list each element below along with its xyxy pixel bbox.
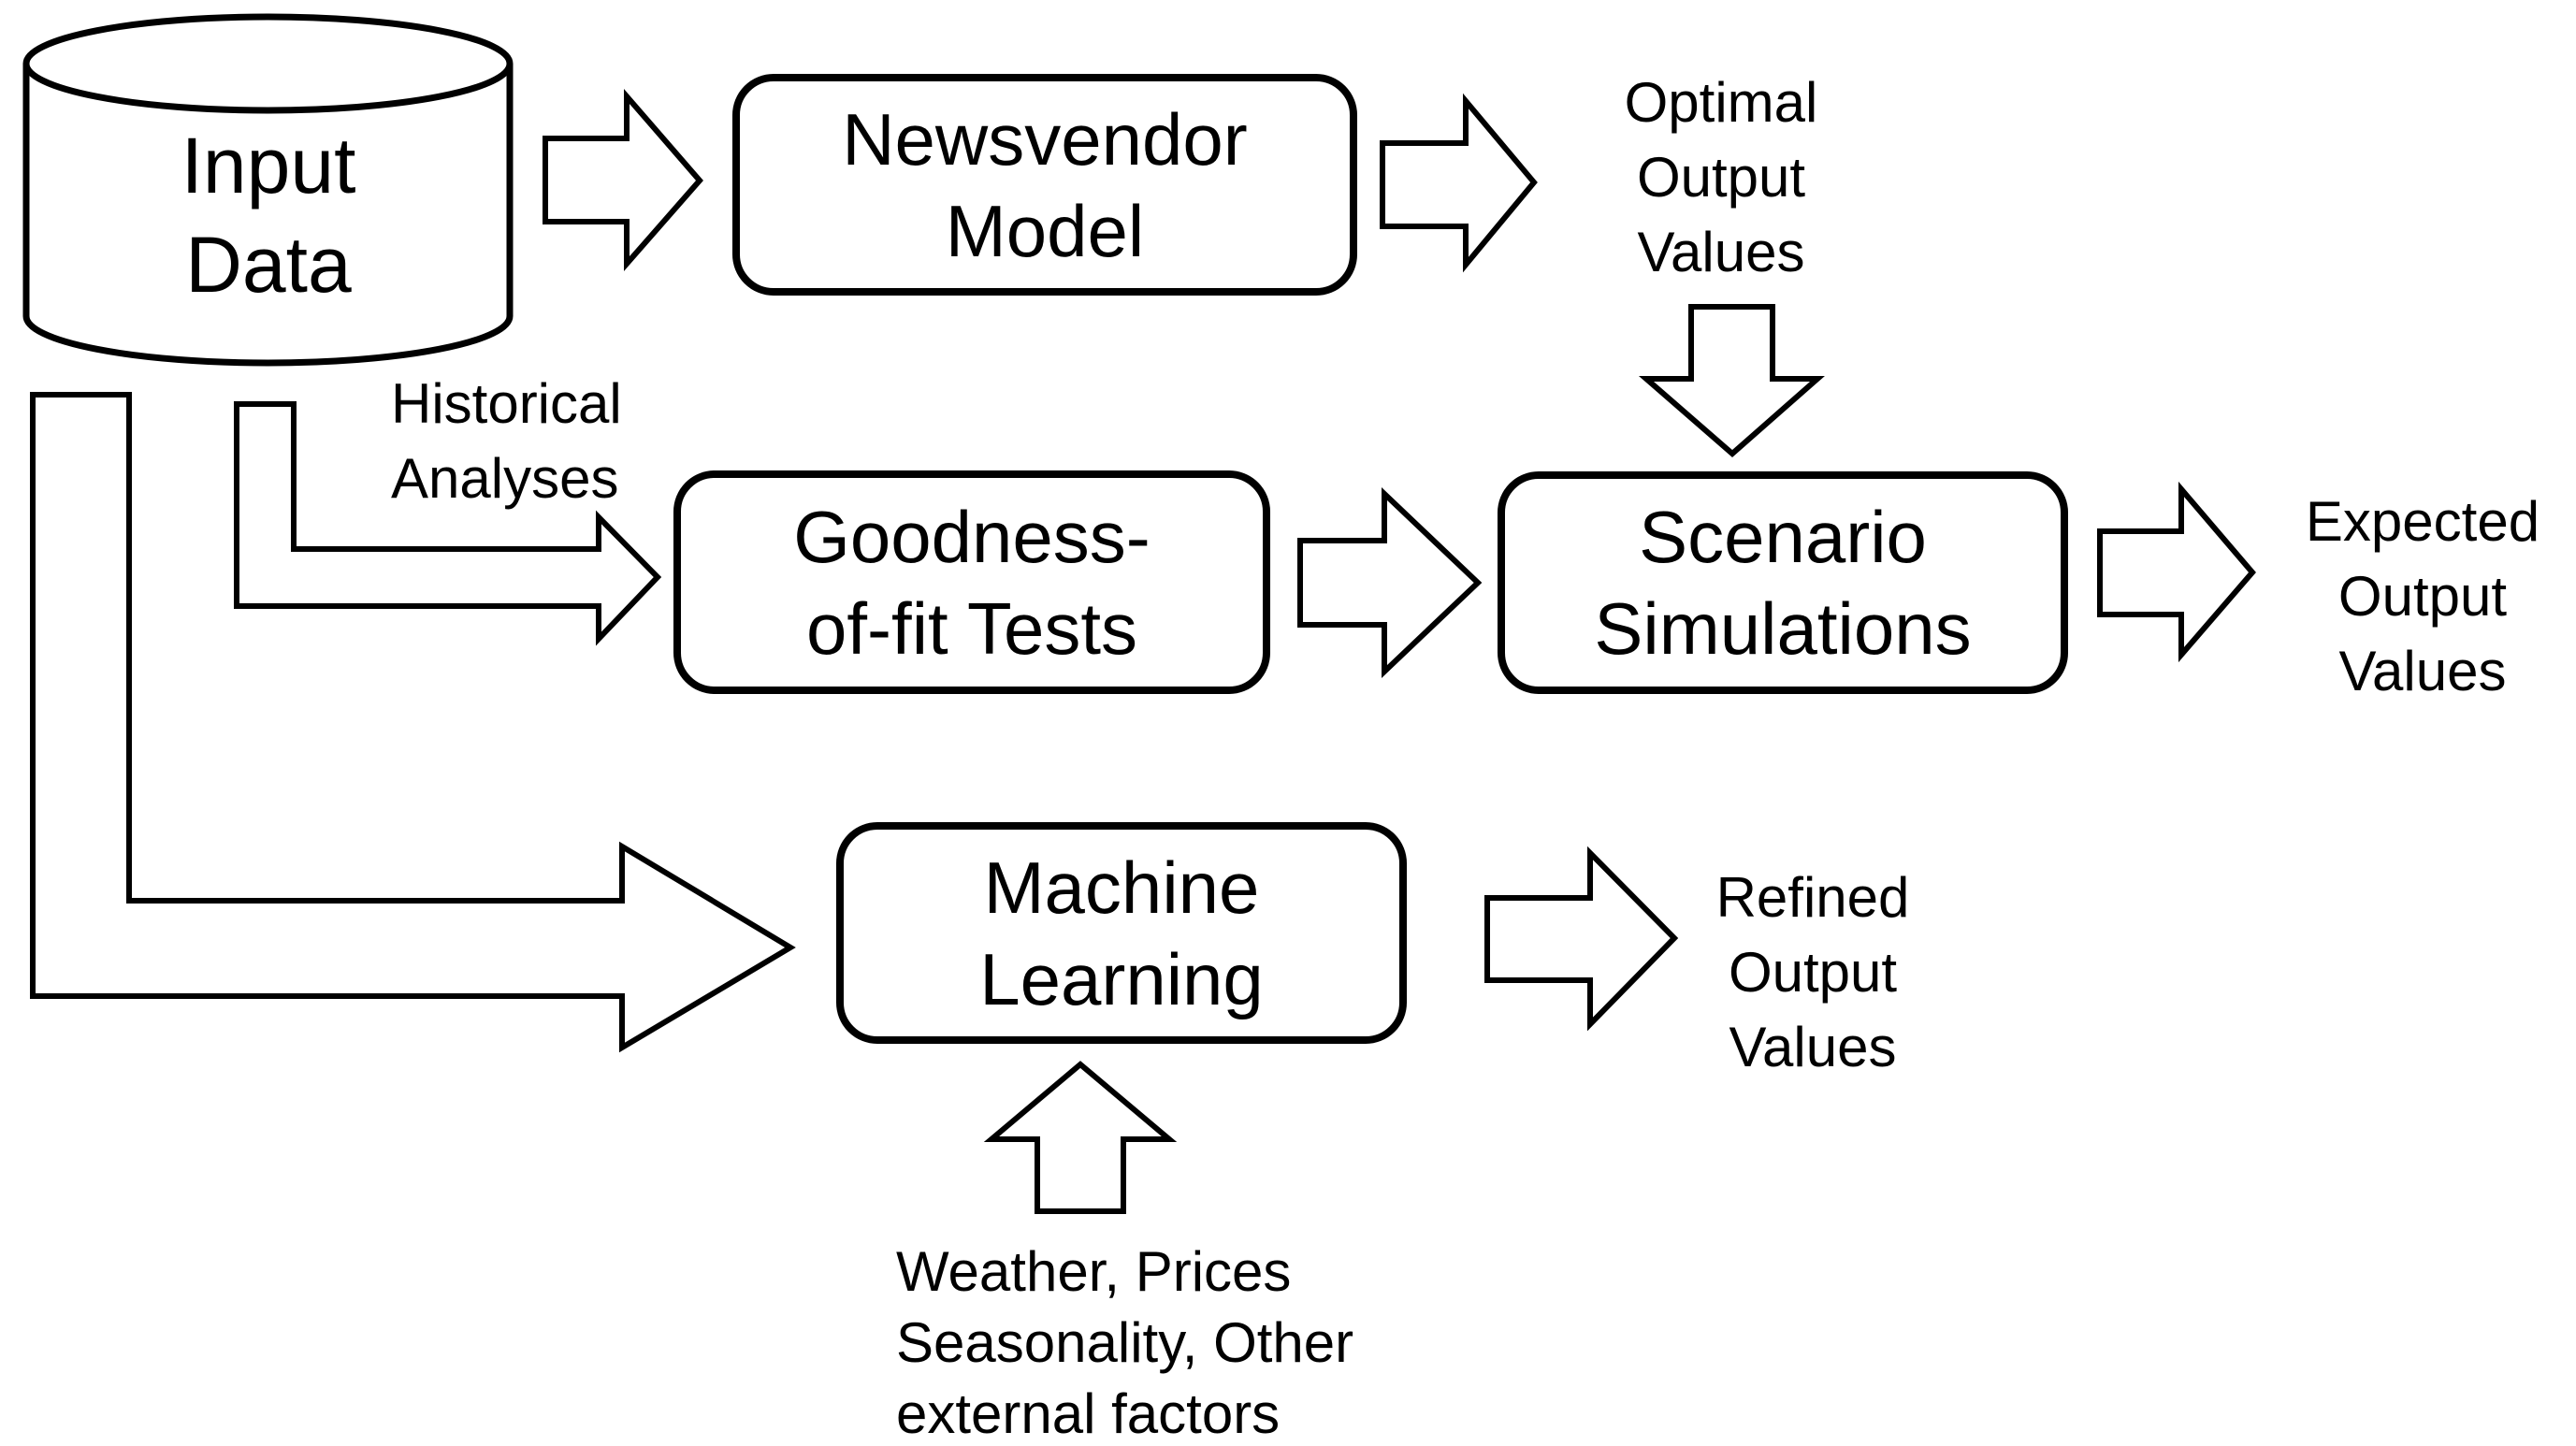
scenario-label: Scenario Simulations (1594, 496, 1972, 670)
input-data-label: Input Data (181, 122, 356, 309)
scenario-box (1498, 471, 2068, 694)
newsvendor-box (732, 74, 1357, 296)
external-factors-label: Weather, Prices Seasonality, Other exter… (896, 1240, 1354, 1445)
expected-output-label: Expected Output Values (2305, 490, 2540, 702)
newsvendor-label: Newsvendor Model (842, 98, 1248, 272)
goodness-box (673, 470, 1270, 694)
arrow-input-to-ml (30, 392, 796, 1053)
arrow-factors-to-ml (983, 1061, 1178, 1214)
arrow-input-to-goodness (234, 401, 662, 646)
arrow-optimal-to-scenario (1638, 304, 1825, 457)
machine-learning-label: Machine Learning (979, 846, 1264, 1020)
arrow-scenario-to-expected (2097, 481, 2256, 663)
cylinder-top (22, 13, 514, 114)
refined-output-label: Refined Output Values (1715, 866, 1910, 1078)
goodness-label: Goodness- of-fit Tests (793, 496, 1151, 670)
cylinder-body (22, 64, 514, 367)
arrow-input-to-newsvendor (543, 88, 703, 271)
arrow-goodness-to-scenario (1297, 487, 1483, 678)
machine-learning-box (836, 822, 1407, 1044)
arrow-newsvendor-to-optimal (1380, 93, 1538, 273)
historical-analyses-label: Historical Analyses (391, 372, 622, 510)
input-data-cylinder (22, 13, 514, 367)
arrow-ml-to-refined (1484, 846, 1679, 1032)
optimal-output-label: Optimal Output Values (1624, 71, 1818, 283)
